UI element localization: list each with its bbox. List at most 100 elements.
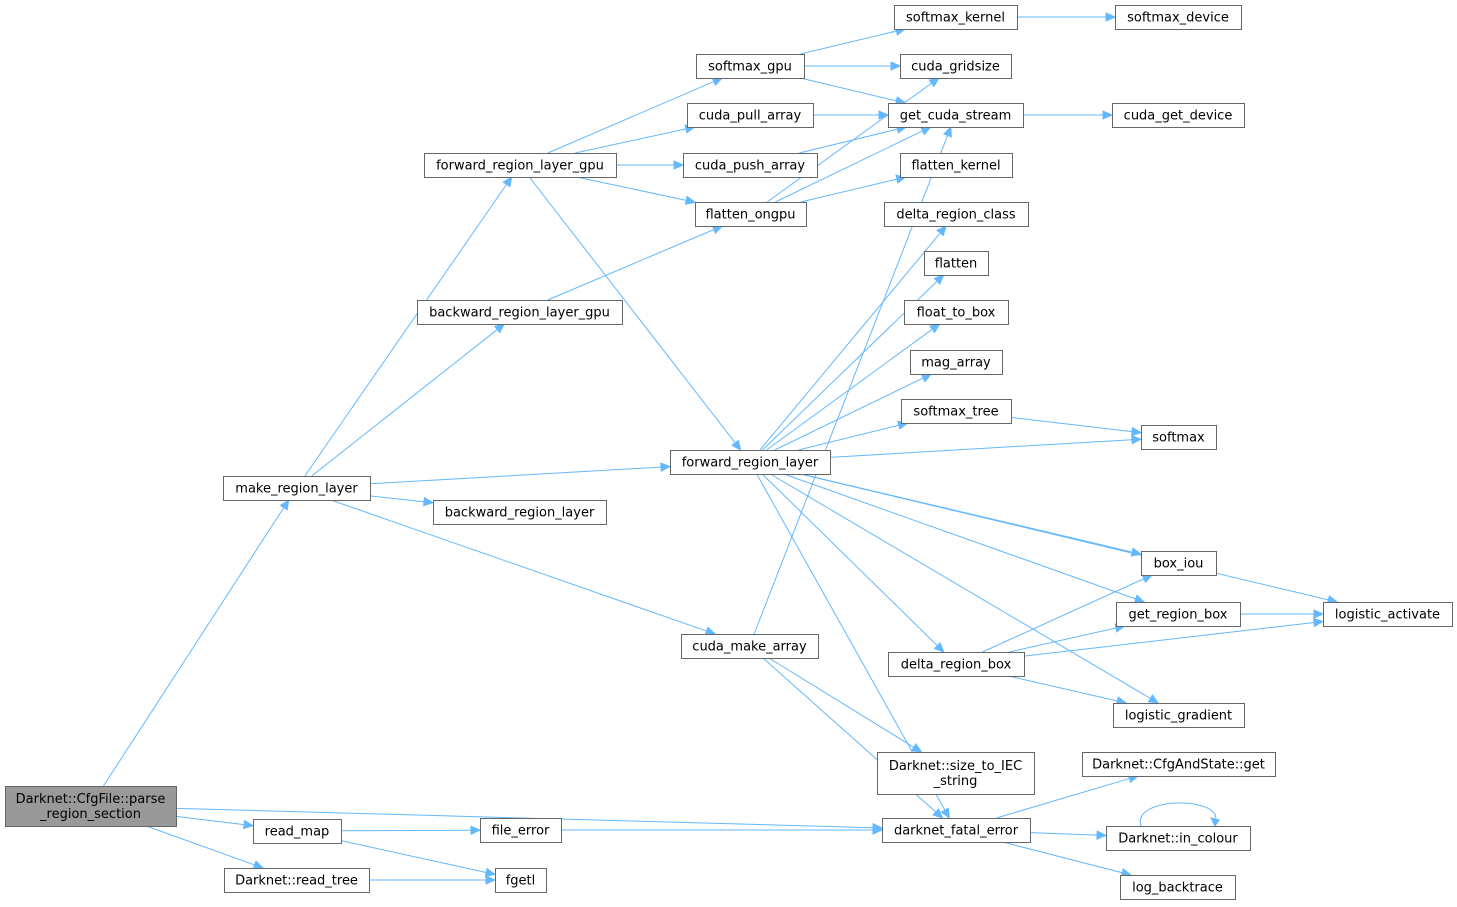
node-label: flatten_kernel [911, 159, 1000, 174]
edge-make-region-layer-to-cuda-make-array [330, 499, 707, 632]
node-box [877, 752, 1035, 795]
node-label: darknet_fatal_error [894, 824, 1019, 839]
node-label: get_region_box [1129, 608, 1228, 623]
node-backward-region-layer[interactable]: backward_region_layer [433, 500, 607, 525]
node-label: mag_array [921, 356, 991, 371]
node-softmax-gpu[interactable]: softmax_gpu [696, 54, 805, 79]
node-label: logistic_gradient [1125, 709, 1232, 724]
node-forward-region-layer-gpu[interactable]: forward_region_layer_gpu [424, 153, 617, 178]
edge-read-map-to-fgetl [340, 840, 487, 873]
node-parse[interactable]: Darknet::CfgFile::parse_region_section [5, 786, 177, 827]
node-get-region-box[interactable]: get_region_box [1116, 602, 1241, 627]
arrowhead-icon [660, 462, 672, 472]
node-fgetl[interactable]: fgetl [495, 868, 547, 893]
node-box [888, 652, 1025, 677]
node-label: cuda_get_device [1124, 109, 1233, 124]
edge-forward-region-layer-to-logistic-gradient [770, 473, 1151, 699]
node-box [224, 868, 370, 893]
arrowhead-icon [1141, 574, 1154, 584]
arrowhead-icon [1313, 617, 1325, 628]
node-read-map[interactable]: read_map [253, 819, 342, 844]
node-label: softmax_kernel [906, 11, 1005, 26]
node-box [910, 350, 1003, 375]
node-box [900, 54, 1012, 79]
edge-read-map-to-file-error [340, 829, 472, 832]
node-cuda-gridsize[interactable]: cuda_gridsize [900, 54, 1012, 79]
node-cuda-push-array[interactable]: cuda_push_array [683, 153, 818, 178]
node-label: cuda_make_array [692, 640, 807, 655]
edge-in-colour-to-in-colour [1139, 802, 1217, 827]
node-cuda-make-array[interactable]: cuda_make_array [681, 634, 819, 659]
edge-darknet-fatal-error-to-log-backtrace [1002, 841, 1123, 874]
node-box [1116, 602, 1241, 627]
node-box [696, 54, 805, 79]
node-softmax[interactable]: softmax [1141, 425, 1217, 450]
arrowhead-icon [929, 323, 941, 334]
node-box [1113, 703, 1245, 728]
edge-forward-region-layer-to-delta-region-box [761, 473, 938, 647]
node-logistic-gradient[interactable]: logistic_gradient [1113, 703, 1245, 728]
node-softmax-tree[interactable]: softmax_tree [901, 399, 1012, 424]
node-cuda-pull-array[interactable]: cuda_pull_array [687, 103, 814, 128]
node-box [884, 202, 1029, 227]
node-delta-region-box[interactable]: delta_region_box [888, 652, 1025, 677]
node-label: delta_region_class [896, 208, 1016, 223]
arrowhead-icon [872, 825, 884, 835]
edge-darknet-fatal-error-to-cfgandstate-get [996, 778, 1130, 819]
node-make-region-layer[interactable]: make_region_layer [223, 476, 371, 501]
node-label: log_backtrace [1132, 881, 1223, 896]
arrowhead-icon [936, 225, 947, 237]
node-float-to-box[interactable]: float_to_box [904, 300, 1009, 325]
edge-forward-region-layer-gpu-to-flatten-ongpu [576, 176, 687, 201]
edge-forward-region-layer-to-softmax-tree [798, 424, 899, 451]
node-get-cuda-stream[interactable]: get_cuda_stream [888, 103, 1024, 128]
arrowhead-icon [1210, 817, 1220, 827]
edge-cuda-push-array-to-get-cuda-stream [799, 128, 898, 154]
node-forward-region-layer[interactable]: forward_region_layer [670, 450, 831, 475]
edge-forward-region-layer-to-get-region-box [783, 473, 1136, 600]
arrowhead-icon [890, 61, 902, 71]
node-log-backtrace[interactable]: log_backtrace [1120, 875, 1236, 900]
node-label: forward_region_layer [682, 456, 819, 471]
edge-forward-region-layer-to-mag-array [774, 377, 924, 451]
arrowhead-icon [940, 807, 950, 820]
node-delta-region-class[interactable]: delta_region_class [884, 202, 1029, 227]
node-flatten[interactable]: flatten [924, 251, 989, 276]
node-label: delta_region_box [901, 658, 1012, 673]
node-label: Darknet::CfgFile::parse [16, 792, 166, 807]
node-cuda-get-device[interactable]: cuda_get_device [1112, 103, 1245, 128]
node-softmax-device[interactable]: softmax_device [1115, 5, 1242, 30]
node-logistic-activate[interactable]: logistic_activate [1323, 602, 1453, 627]
arrowhead-icon [932, 808, 944, 819]
node-label: get_cuda_stream [900, 109, 1012, 124]
node-mag-array[interactable]: mag_array [910, 350, 1003, 375]
node-label: box_iou [1154, 557, 1204, 572]
edge-make-region-layer-to-backward-region-layer [369, 495, 425, 503]
node-softmax-kernel[interactable]: softmax_kernel [894, 5, 1018, 30]
edge-softmax-gpu-to-get-cuda-stream [800, 77, 897, 102]
node-read-tree[interactable]: Darknet::read_tree [224, 868, 370, 893]
node-box-iou[interactable]: box_iou [1141, 551, 1217, 576]
node-box [888, 103, 1024, 128]
node-label: cuda_push_array [695, 159, 806, 174]
node-flatten-kernel[interactable]: flatten_kernel [900, 153, 1013, 178]
arrowhead-icon [484, 867, 497, 878]
arrowhead-icon [1096, 830, 1108, 840]
node-darknet-fatal-error[interactable]: darknet_fatal_error [882, 818, 1031, 843]
arrowhead-icon [279, 498, 290, 511]
node-box [1141, 425, 1217, 450]
node-box [223, 476, 371, 501]
node-size-to-IEC-string[interactable]: Darknet::size_to_IEC_string [877, 752, 1035, 795]
node-label: Darknet::read_tree [235, 874, 358, 889]
edge-softmax-gpu-to-softmax-kernel [800, 30, 897, 55]
edge-flatten-ongpu-to-get-cuda-stream [775, 130, 923, 203]
node-cfgandstate-get[interactable]: Darknet::CfgAndState::get [1082, 752, 1276, 777]
node-label: fgetl [506, 874, 536, 889]
node-flatten-ongpu[interactable]: flatten_ongpu [695, 202, 807, 227]
node-box [695, 202, 807, 227]
node-box [1106, 826, 1251, 851]
node-in-colour[interactable]: Darknet::in_colour [1106, 826, 1251, 851]
node-file-error[interactable]: file_error [480, 818, 562, 843]
node-backward-region-layer-gpu[interactable]: backward_region_layer_gpu [417, 300, 623, 325]
nodes-layer: Darknet::CfgFile::parse_region_section ma… [5, 5, 1453, 900]
